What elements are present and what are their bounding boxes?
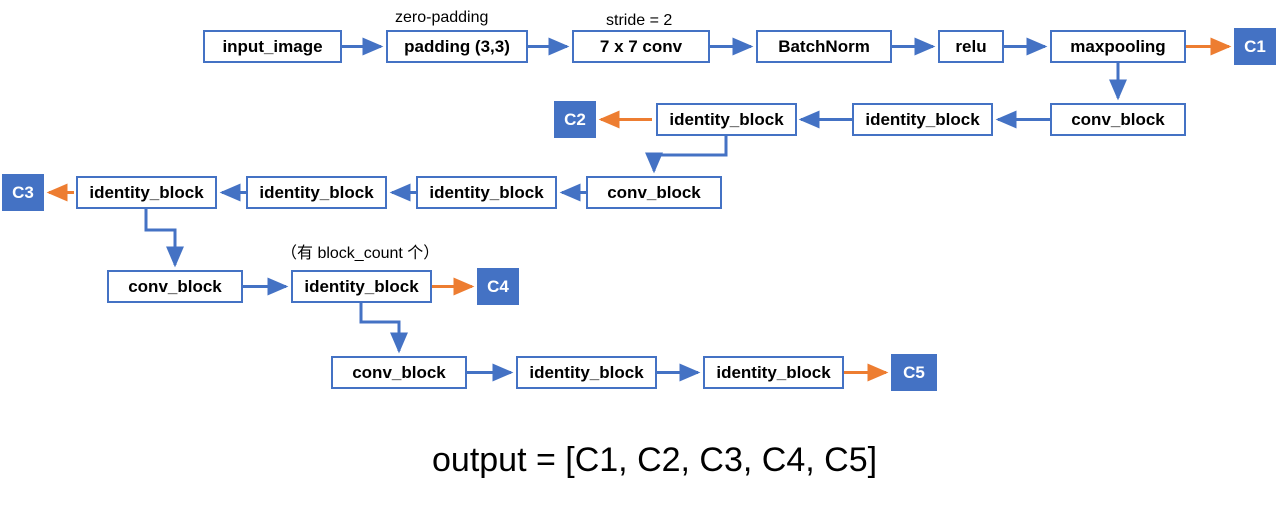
node-stage3-identity-block-2[interactable]: identity_block: [246, 176, 387, 209]
node-stage5-identity-block-1[interactable]: identity_block: [516, 356, 657, 389]
node-stage3-identity-block-3[interactable]: identity_block: [416, 176, 557, 209]
node-stage3-identity-block-1[interactable]: identity_block: [76, 176, 217, 209]
arrow-stage2-to-stage3conv: [645, 136, 728, 174]
annotation-stride: stride = 2: [606, 12, 673, 29]
node-relu[interactable]: relu: [938, 30, 1004, 63]
arrow-stage3-to-stage4conv: [144, 209, 184, 268]
annotation-block-count: （有 block_count 个）: [281, 245, 440, 262]
badge-c4[interactable]: C4: [477, 268, 519, 305]
node-input-image[interactable]: input_image: [203, 30, 342, 63]
node-stage2-identity-block-1[interactable]: identity_block: [656, 103, 797, 136]
node-stage4-identity-block-1[interactable]: identity_block: [291, 270, 432, 303]
node-stage5-conv-block[interactable]: conv_block: [331, 356, 467, 389]
badge-c1[interactable]: C1: [1234, 28, 1276, 65]
badge-c3[interactable]: C3: [2, 174, 44, 211]
node-stage2-identity-block-2[interactable]: identity_block: [852, 103, 993, 136]
node-stage2-conv-block[interactable]: conv_block: [1050, 103, 1186, 136]
node-stage4-conv-block[interactable]: conv_block: [107, 270, 243, 303]
node-batchnorm[interactable]: BatchNorm: [756, 30, 892, 63]
badge-c2[interactable]: C2: [554, 101, 596, 138]
arrow-stage4-to-stage5conv: [359, 303, 408, 354]
node-conv-7x7[interactable]: 7 x 7 conv: [572, 30, 710, 63]
badge-c5[interactable]: C5: [891, 354, 937, 391]
node-stage5-identity-block-2[interactable]: identity_block: [703, 356, 844, 389]
output-caption: output = [C1, C2, C3, C4, C5]: [432, 441, 878, 479]
annotation-zero-padding: zero-padding: [395, 9, 489, 26]
node-maxpooling[interactable]: maxpooling: [1050, 30, 1186, 63]
node-stage3-conv-block[interactable]: conv_block: [586, 176, 722, 209]
node-padding[interactable]: padding (3,3): [386, 30, 528, 63]
